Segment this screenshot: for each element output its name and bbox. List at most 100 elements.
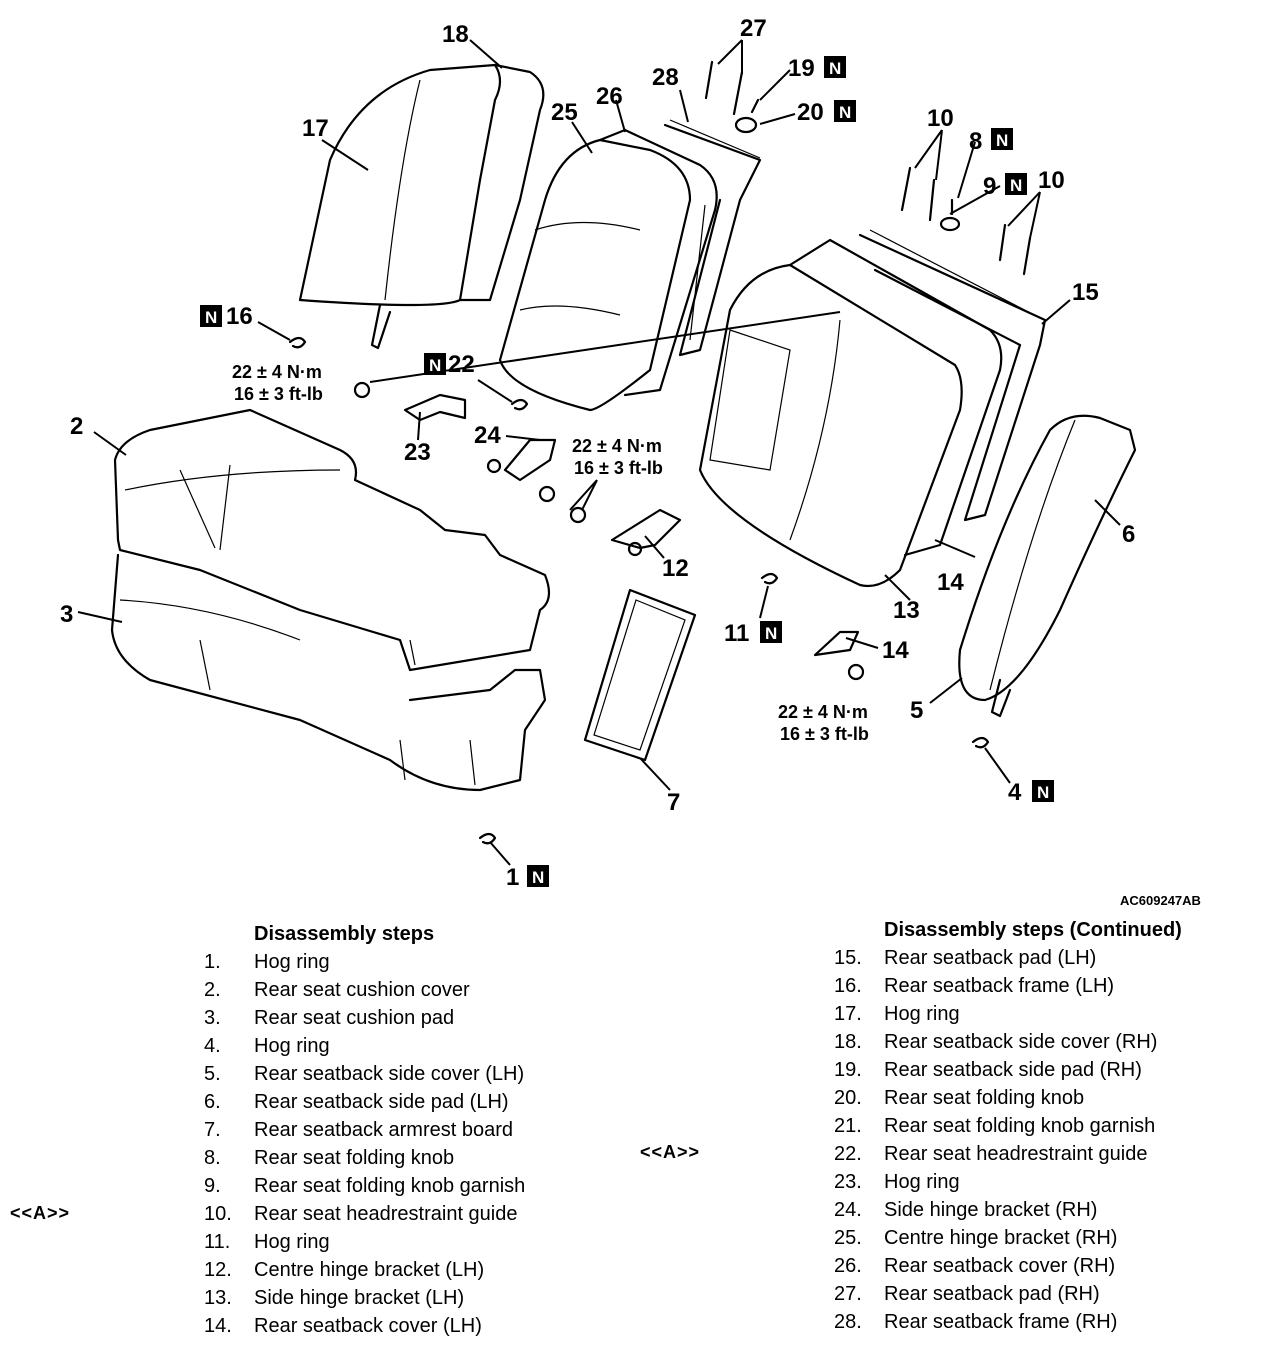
svg-text:N: N xyxy=(829,59,841,78)
step-label: Rear seatback side pad (LH) xyxy=(254,1091,509,1113)
step-label: Hog ring xyxy=(254,1035,330,1057)
step-number: 25. xyxy=(834,1227,862,1249)
hinge-brackets xyxy=(353,381,865,681)
step-row: 27.Rear seatback pad (RH) xyxy=(834,1280,1182,1308)
torque-ftlb-3: 16 ± 3 ft-lb xyxy=(780,724,869,744)
n-marker-17: N xyxy=(200,305,222,327)
torque-nm-2: 22 ± 4 N·m xyxy=(572,436,662,456)
callout-27: 26 xyxy=(596,83,623,110)
step-number: 22. xyxy=(834,1143,862,1165)
step-label: Rear seat headrestraint guide xyxy=(884,1143,1148,1165)
seat-cushion-part xyxy=(110,408,551,792)
callout-19: 18 xyxy=(442,21,469,48)
callout-11: 11 xyxy=(724,620,749,647)
step-label: Hog ring xyxy=(254,1231,330,1253)
callout-5: 5 xyxy=(910,697,923,724)
svg-text:N: N xyxy=(532,868,544,887)
step-number: 8. xyxy=(204,1147,221,1169)
step-row: 16. Rear seatback frame (LH) xyxy=(834,972,1182,1000)
callout-23: 22 xyxy=(448,351,475,378)
n-marker-21: N xyxy=(834,100,856,122)
steps-right-list: Disassembly steps (Continued) 15. Rear se… xyxy=(834,916,1182,1336)
callout-7: 7 xyxy=(667,789,680,816)
step-row: 2. Rear seat cushion cover xyxy=(204,976,525,1004)
steps-right-heading: Disassembly steps (Continued) xyxy=(884,919,1182,941)
step-number: 11. xyxy=(204,1231,231,1253)
step-number: 27. xyxy=(834,1283,862,1305)
torque-nm-3: 22 ± 4 N·m xyxy=(778,702,868,722)
leader-lines xyxy=(77,39,1121,866)
callout-21: 20 xyxy=(797,99,824,126)
svg-text:N: N xyxy=(839,103,851,122)
step-label: Rear seatback cover (RH) xyxy=(884,1255,1116,1277)
torque-nm-1: 22 ± 4 N·m xyxy=(232,362,322,382)
svg-text:N: N xyxy=(429,356,441,375)
torque-specs: 22 ± 4 N·m 16 ± 3 ft-lb 22 ± 4 N·m 16 ± … xyxy=(232,362,869,744)
step-label: Rear seatback armrest board xyxy=(254,1119,514,1141)
step-row: 15. Rear seatback pad (LH) xyxy=(834,944,1182,972)
n-marker-4: N xyxy=(1032,780,1054,802)
callout-22: 27 xyxy=(740,15,767,42)
ref-mark-right: <<A>> xyxy=(640,1142,701,1162)
step-number: 20. xyxy=(834,1087,862,1109)
svg-text:N: N xyxy=(765,624,777,643)
rh-side-cover-part xyxy=(298,63,545,350)
step-number: 6. xyxy=(204,1091,221,1113)
new-part-markers: N N N N N N N N N xyxy=(200,56,1054,887)
step-label: Rear seatback frame (RH) xyxy=(884,1311,1118,1333)
step-number: 19. xyxy=(834,1059,862,1081)
step-number: 10. xyxy=(204,1203,232,1225)
step-label: Side hinge bracket (LH) xyxy=(254,1287,465,1309)
n-marker-8: N xyxy=(991,128,1013,150)
callout-18: 17 xyxy=(302,115,329,142)
step-label: Hog ring xyxy=(884,1171,960,1193)
step-row: 23. Hog ring xyxy=(834,1168,1182,1196)
callout-12: 12 xyxy=(662,555,689,582)
svg-text:N: N xyxy=(1037,783,1049,802)
callout-9: 9 xyxy=(983,173,996,200)
step-label: Rear seat cushion cover xyxy=(254,979,470,1001)
torque-ftlb-2: 16 ± 3 ft-lb xyxy=(574,458,663,478)
callout-10b: 10 xyxy=(1038,167,1065,194)
step-row: 18. Rear seatback side cover (RH) xyxy=(834,1028,1182,1056)
step-number: 13. xyxy=(204,1287,232,1309)
step-number: 28. xyxy=(834,1311,862,1333)
step-label: Centre hinge bracket (RH) xyxy=(884,1227,1118,1249)
step-row: 7.Rear seatback armrest board xyxy=(204,1116,525,1144)
callout-1: 1 xyxy=(506,864,519,891)
step-row: 21. Rear seat folding knob garnish xyxy=(834,1112,1182,1140)
callout-17: 16 xyxy=(226,303,253,330)
n-marker-11: N xyxy=(760,621,782,643)
lh-side-cover-part xyxy=(958,414,1137,718)
step-number: 2. xyxy=(204,979,221,1001)
step-label: Rear seatback pad (LH) xyxy=(884,947,1097,969)
step-label: Hog ring xyxy=(884,1003,960,1025)
step-number: 21. xyxy=(834,1115,862,1137)
step-number: 16. xyxy=(834,975,862,997)
step-label: Rear seat cushion pad xyxy=(254,1007,455,1029)
step-label: Rear seat headrestraint guide xyxy=(254,1203,518,1225)
step-number: 23. xyxy=(834,1171,862,1193)
step-label: Rear seatback side cover (RH) xyxy=(884,1031,1158,1053)
callout-15: 14 xyxy=(937,569,964,596)
step-label: Rear seatback side cover (LH) xyxy=(254,1063,525,1085)
step-label: Rear seat folding knob garnish xyxy=(884,1115,1156,1137)
callout-10a: 10 xyxy=(927,105,954,132)
step-label: Rear seatback frame (LH) xyxy=(884,975,1115,997)
torque-ftlb-1: 16 ± 3 ft-lb xyxy=(234,384,323,404)
callout-labels: 18 17 27 28 26 25 19 20 10 8 9 10 15 16 … xyxy=(60,15,1135,891)
callout-24: 23 xyxy=(404,439,431,466)
step-row: 6. Rear seatback side pad (LH) xyxy=(204,1088,525,1116)
step-number: 15. xyxy=(834,947,862,969)
step-number: 18. xyxy=(834,1031,862,1053)
callout-28: 28 xyxy=(652,64,679,91)
hog-rings xyxy=(288,336,990,845)
step-row: 10. Rear seat headrestraint guide xyxy=(204,1200,525,1228)
step-row: 20.Rear seat folding knob xyxy=(834,1084,1182,1112)
step-row: 19.Rear seatback side pad (RH) xyxy=(834,1056,1182,1084)
lh-seatback-part xyxy=(698,229,1047,588)
callout-4: 4 xyxy=(1008,779,1022,806)
step-label: Side hinge bracket (RH) xyxy=(884,1199,1098,1221)
step-number: 24. xyxy=(834,1199,862,1221)
